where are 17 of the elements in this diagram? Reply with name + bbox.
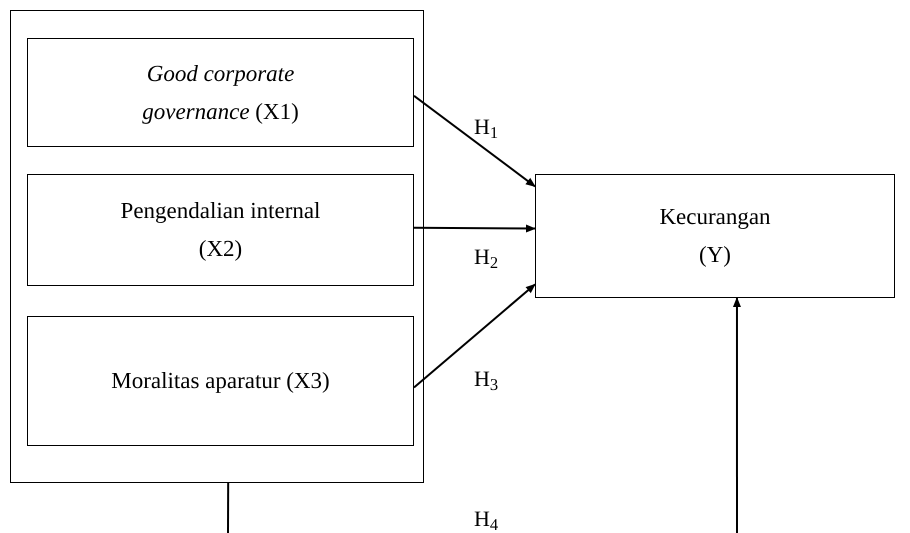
- edge-label: H$_{2}$: [474, 244, 498, 270]
- arrow: [413, 284, 536, 388]
- variable-label: Kecurangan (Y): [658, 203, 772, 269]
- variable-box: [27, 38, 414, 147]
- variable-label: Good corporate governance (X1): [141, 60, 300, 126]
- variable-label: Moralitas aparatur (X3): [111, 367, 330, 395]
- edge-label: H$_{3}$: [474, 366, 498, 392]
- variable-box: [27, 316, 414, 446]
- arrow: [413, 94, 536, 188]
- variable-box: [535, 174, 895, 298]
- variable-box: [27, 174, 414, 286]
- edge-label: H$_{1}$: [474, 114, 498, 140]
- group-box: [10, 10, 424, 483]
- arrow: [414, 224, 536, 232]
- hypothesis-label: H$_{4}$: [474, 506, 498, 532]
- variable-label: Pengendalian internal (X2): [120, 197, 322, 263]
- arrow: [732, 297, 741, 533]
